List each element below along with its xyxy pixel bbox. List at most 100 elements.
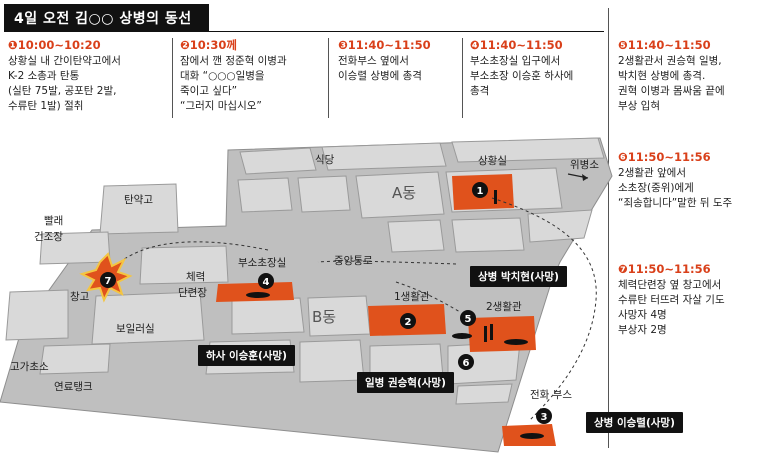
victim-tag-kwon: 일병 권승혁(사망) <box>357 372 454 393</box>
marker-icon <box>458 354 474 370</box>
event-6: ❻11:50~11:56 2생활관 앞에서 소초장(중위)에게 “죄송합니다”말… <box>618 150 732 211</box>
event-time: ❻11:50~11:56 <box>618 150 711 164</box>
marker-label: 4 <box>263 277 270 288</box>
event-line: 박치현 상병에 총격. <box>618 70 706 82</box>
event-line: “죄송합니다”말한 뒤 도주 <box>618 197 733 209</box>
event-5: ❺11:40~11:50 2생활관서 권승혁 일병, 박치현 상병에 총격. 권… <box>618 38 725 114</box>
event-line: 전화부스 옆에서 <box>338 55 409 67</box>
label-dining: 식당 <box>315 154 335 166</box>
column-divider <box>172 38 173 118</box>
fallen-figure-icon <box>246 292 270 298</box>
page-title: 4일 오전 김○○ 상병의 동선 <box>4 4 209 31</box>
event-line: 부소초장실 입구에서 <box>470 55 561 67</box>
label-deputy-room: 부소초장실 <box>238 257 286 269</box>
event-line: 부상 입혀 <box>618 100 660 112</box>
victim-tag-park: 상병 박치현(사망) <box>470 266 567 287</box>
event-line: 상황실 내 간이탄약고에서 <box>8 55 121 67</box>
marker-icon <box>536 408 552 424</box>
marker-icon <box>460 310 476 326</box>
deputy-room-highlight <box>216 282 294 302</box>
label-fuel-tank: 연료탱크 <box>54 381 93 393</box>
route-line <box>395 281 461 313</box>
event-line: (실탄 75발, 공포탄 2발, <box>8 85 117 97</box>
event-line: 수류탄 터뜨려 자살 기도 <box>618 294 725 306</box>
event-time: ❸11:40~11:50 <box>338 38 431 52</box>
event-line: 체력단련장 옆 창고에서 <box>618 279 722 291</box>
label-corridor: 중앙통로 <box>334 255 373 267</box>
marker-icon <box>258 273 274 289</box>
arrow-head-icon <box>582 174 588 181</box>
event-line: 총격 <box>470 85 490 97</box>
route-line <box>317 260 457 265</box>
label-barracks-1: 1생활관 <box>394 290 430 303</box>
label-fitness-1: 체력 <box>186 271 205 283</box>
label-building-b: B동 <box>312 308 336 326</box>
label-barracks-2: 2생활관 <box>486 300 522 313</box>
marker-label: 3 <box>541 412 548 423</box>
place-labels: 식당 상황실 위병소 A동 탄약고 빨래 건조장 체력 단련장 창고 부소초장실… <box>10 154 599 401</box>
marker-label: 7 <box>105 276 112 287</box>
event-2: ❷10:30께 잠에서 깬 정준혁 이병과 대화 “○○○일병을 죽이고 싶다”… <box>180 38 287 114</box>
label-high-post: 고가초소 <box>10 361 49 373</box>
standing-figure-icon <box>490 324 493 340</box>
event-1: ❶10:00~10:20 상황실 내 간이탄약고에서 K-2 소총과 탄통 (실… <box>8 38 121 114</box>
barracks-2-highlight <box>468 316 536 352</box>
event-line: 죽이고 싶다” <box>180 85 238 97</box>
label-building-a: A동 <box>392 184 416 202</box>
event-line: 사망자 4명 <box>618 309 667 321</box>
event-line: 2생활관서 권승혁 일병, <box>618 55 722 67</box>
event-line: 이승렬 상병에 총격 <box>338 70 422 82</box>
marker-icon <box>100 272 116 288</box>
column-divider <box>608 8 609 448</box>
route-line <box>491 197 597 421</box>
left-buildings <box>5 183 229 375</box>
label-ammo-depot: 탄약고 <box>124 194 153 206</box>
markers: 1 2 3 4 5 6 7 <box>100 182 552 424</box>
column-divider <box>462 38 463 118</box>
route-line <box>119 241 269 263</box>
event-time: ❺11:40~11:50 <box>618 38 711 52</box>
label-laundry-1: 빨래 <box>44 215 63 227</box>
label-situation-room: 상황실 <box>478 155 507 167</box>
event-time: ❷10:30께 <box>180 38 237 52</box>
title-rule <box>4 31 604 32</box>
victim-figures <box>246 190 544 439</box>
marker-label: 5 <box>465 314 472 325</box>
label-phone-booth: 전화 부스 <box>530 389 572 401</box>
label-warehouse: 창고 <box>70 291 90 303</box>
event-4: ❹11:40~11:50 부소초장실 입구에서 부소초장 이승훈 하사에 총격 <box>470 38 573 99</box>
event-line: 2생활관 앞에서 <box>618 167 686 179</box>
event-7: ❼11:50~11:56 체력단련장 옆 창고에서 수류탄 터뜨려 자살 기도 … <box>618 262 725 338</box>
marker-icon <box>400 313 416 329</box>
event-line: 권혁 이병과 몸싸움 끝에 <box>618 85 725 97</box>
event-line: 부상자 2명 <box>618 324 667 336</box>
marker-icon <box>472 182 488 198</box>
label-boiler-room: 보일러실 <box>116 322 155 335</box>
standing-figure-icon <box>484 326 487 342</box>
event-line: 소초장(중위)에게 <box>618 182 694 194</box>
event-time: ❹11:40~11:50 <box>470 38 563 52</box>
event-line: “그러지 마십시오” <box>180 100 262 112</box>
marker-label: 2 <box>405 317 412 328</box>
marker-label: 1 <box>477 186 484 197</box>
fallen-figure-icon <box>520 433 544 439</box>
event-time: ❼11:50~11:56 <box>618 262 711 276</box>
route-path <box>119 197 597 421</box>
fallen-figure-icon <box>452 333 472 339</box>
victim-tag-lee-h: 하사 이승훈(사망) <box>198 345 295 366</box>
marker-label: 6 <box>463 358 470 369</box>
label-guard-post: 위병소 <box>570 158 599 171</box>
event-time: ❶10:00~10:20 <box>8 38 101 52</box>
event-line: K-2 소총과 탄통 <box>8 70 80 82</box>
standing-figure-icon <box>494 190 497 204</box>
victim-tag-lee-r: 상병 이승렬(사망) <box>586 412 683 433</box>
label-fitness-2: 단련장 <box>178 287 207 299</box>
event-line: 잠에서 깬 정준혁 이병과 <box>180 55 287 67</box>
column-divider <box>328 38 329 118</box>
event-line: 수류탄 1발) 절취 <box>8 100 84 112</box>
event-line: 부소초장 이승훈 하사에 <box>470 70 574 82</box>
event-line: 대화 “○○○일병을 <box>180 70 265 82</box>
label-laundry-2: 건조장 <box>34 231 63 243</box>
fallen-figure-icon <box>504 339 528 345</box>
